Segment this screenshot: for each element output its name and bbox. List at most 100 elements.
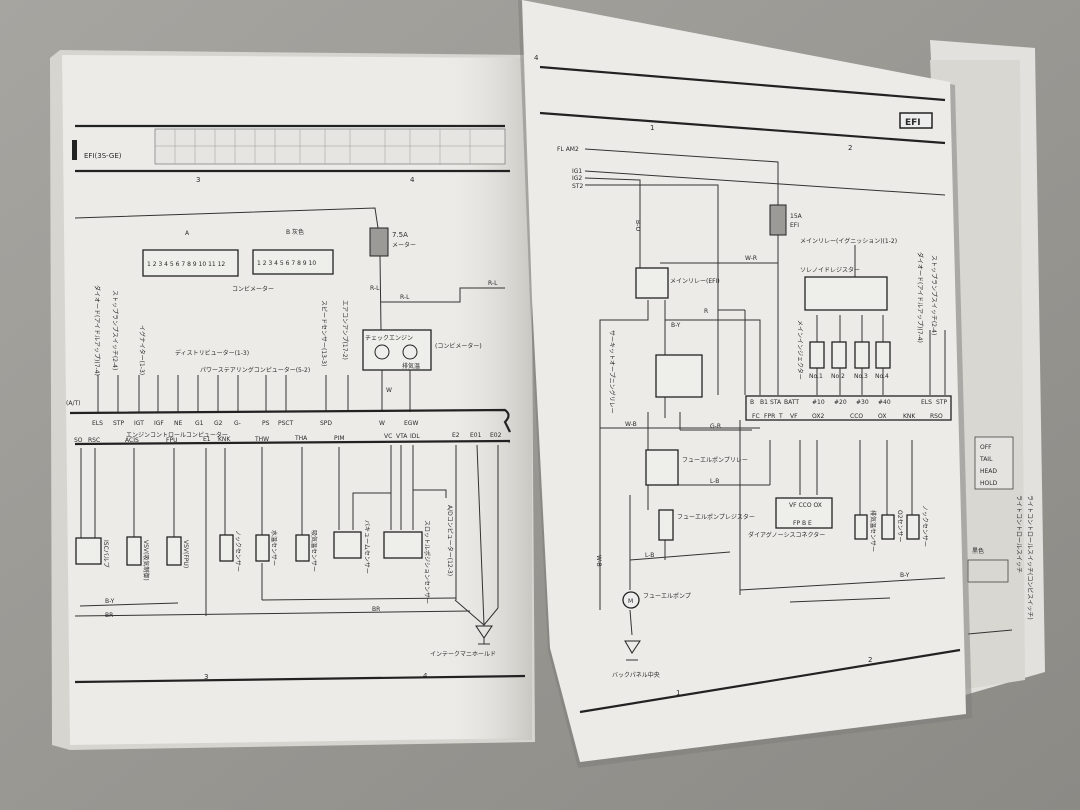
comp-isc: ISCバルブ (102, 540, 110, 568)
fuel-pump-relay-label: フューエルポンプリレー (682, 456, 748, 464)
pin-10: #10 (812, 399, 825, 406)
pin-ox2: OX2 (812, 413, 824, 420)
right-callout-stop-lamp: ストップランプスイッチ(2-4) (930, 255, 937, 335)
back-footer-label: ライトコントロールスイッチ (1015, 495, 1022, 573)
callout-igniter: イグナイター(1-3) (138, 325, 146, 375)
comp-throttle: スロットルポジションセンサー (423, 520, 431, 604)
pin-igf: IGF (154, 420, 164, 427)
ecu-top-border (69, 408, 511, 433)
throttle-position-sensor (383, 531, 423, 559)
pin-pim: PIM (334, 435, 345, 442)
right-callout-diode: ダイオード(アイドルアップ)(7-4) (916, 252, 924, 343)
connector-caption: コンビメーター (232, 285, 274, 293)
pin-stp-r: STP (936, 399, 947, 406)
combimeter-box (362, 329, 432, 371)
right-ground-icon (624, 640, 641, 654)
ground-icon (475, 625, 493, 639)
connector-b (252, 249, 334, 275)
right-ecu-top-pins: B B1 STA BATT #10 #20 #30 #40 ELS STP (750, 399, 947, 406)
right-page-number: 4 (534, 54, 539, 62)
fuel-pump-motor-icon (622, 591, 640, 609)
pin-30: #30 (856, 399, 869, 406)
main-relay-ign-label: メインリレー(イグニッション)(1-2) (800, 237, 897, 245)
switch-pos-head: HEAD (980, 468, 997, 475)
pin-fc: FC (752, 413, 760, 420)
comp-intake-temp: 吸気温センサー (310, 530, 318, 572)
main-relay-efi-label: メインリレー(EFI) (670, 278, 720, 285)
pin-g1: G1 (195, 420, 204, 427)
diag-connector-label: ダイアグノーシスコネクター (748, 531, 825, 539)
injector-no2: No.2 (831, 373, 845, 380)
fuse-meter (369, 227, 389, 257)
pin-stp: STP (113, 420, 124, 427)
right-ground-label: バックパネル中央 (612, 671, 660, 679)
injector-4 (875, 341, 891, 369)
injector-1 (809, 341, 825, 369)
pin-t: T (778, 413, 783, 420)
pin-spd: SPD (320, 420, 332, 427)
pin-b1: B1 (760, 399, 768, 406)
pin-40: #40 (878, 399, 891, 406)
callout-diode: ダイオード(アイドルアップ)(7-4) (93, 285, 101, 376)
pin-egw: EGW (404, 420, 418, 427)
efi-badge (899, 112, 933, 129)
comp-knock: ノックセンサー (234, 530, 241, 572)
comp-ad-computer: A/Dコンピューター(12-3) (446, 505, 454, 576)
wire-label-br: BR (105, 612, 113, 619)
motor-symbol: M (628, 598, 633, 605)
pin-els-r: ELS (921, 399, 932, 406)
ecu-bottom-pins: SO RSC ACIS FPU E1 KNK THW THA PIM VC VT… (74, 432, 502, 444)
right-ecu-bottom-pins: FC FPR T VF OX2 CCO OX KNK RSO (752, 413, 943, 420)
solenoid-resistor-label: ソレノイドレジスター (800, 266, 860, 274)
right-page: 4 EFI 1 2 FL AM2 IG1 IG2 ST2 (518, 0, 972, 768)
efi-badge-text: EFI (905, 118, 921, 128)
pin-20: #20 (834, 399, 847, 406)
right-wire-labels: B-O W-R R B-Y W-B G-R L-B L-B W-B B-Y (595, 220, 910, 579)
pin-ox: OX (878, 413, 886, 420)
pin-rsc: RSC (88, 437, 100, 444)
comp-vacuum: バキュームセンサー (363, 520, 370, 574)
sensor-knock: ノックセンサー (921, 505, 928, 547)
wire-label-w: W (386, 387, 392, 394)
sensor-exhaust-temp: 排気温センサー (869, 510, 877, 552)
pin-igt: IGT (134, 420, 144, 427)
pin-fpu: FPU (166, 437, 177, 444)
pin-at: (A/T) (66, 400, 80, 407)
callout-stop-lamp-switch: ストップランプスイッチ(2-4) (111, 290, 118, 370)
connector-a-label: A (185, 230, 190, 237)
pin-batt: BATT (784, 399, 799, 406)
fuse-efi-rating: 15A (790, 213, 803, 220)
comp-vsv-intake: VSV(吸気制御) (142, 540, 150, 581)
light-switch-table (974, 436, 1014, 490)
check-engine-label: チェックエンジン (365, 335, 413, 342)
switch-pos-off: OFF (980, 444, 992, 451)
injector-no3: No.3 (854, 373, 868, 380)
pin-acis: ACIS (125, 437, 139, 444)
diag-pins-bottom: FP B E (793, 520, 812, 527)
wire-wr: W-R (745, 255, 757, 262)
pin-sta: STA (770, 399, 782, 406)
vacuum-sensor (333, 531, 362, 559)
vsv-fpu (166, 536, 182, 566)
pin-vta: VTA (396, 433, 408, 440)
pin-psct: PSCT (278, 420, 294, 427)
left-page-title: EFI(3S-GE) (84, 152, 122, 160)
o2-sensor (881, 514, 895, 540)
input-ig2: IG2 (572, 175, 582, 182)
fuel-pump-resistor-label: フューエルポンプレジスター (677, 513, 755, 521)
fuse-efi (769, 204, 787, 236)
pin-w: W (379, 420, 385, 427)
pin-cco: CCO (850, 413, 863, 420)
column-number-3: 3 (196, 176, 200, 184)
pin-e01: E01 (470, 432, 482, 439)
left-page: EFI(3S-GE) 3 4 7.5A メーター R-L R-L R-L A 1… (50, 50, 535, 750)
pin-g2: G2 (214, 420, 223, 427)
circuit-opening-relay (655, 354, 703, 398)
diag-pins-top: VF CCO OX (789, 502, 822, 509)
water-temp-sensor (255, 534, 270, 562)
solenoid-resistor (804, 276, 888, 311)
isc-valve (75, 537, 102, 565)
injector-no4: No.4 (875, 373, 889, 380)
injector-no1: No.1 (809, 373, 823, 380)
